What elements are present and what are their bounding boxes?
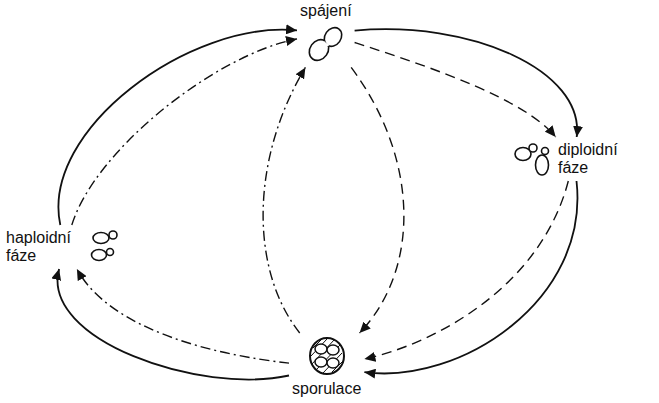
conjugation-stage: spájení (300, 2, 352, 64)
cycle-arrow (58, 30, 297, 225)
conjugating-cells (304, 24, 348, 64)
cell-illustration (304, 24, 348, 64)
cycle-arrow (77, 269, 289, 363)
diploid-cells (512, 140, 554, 178)
diploid-stage: diploidní fáze (512, 140, 636, 178)
cycle-arrow (364, 181, 577, 373)
cycle-arrow (355, 29, 578, 137)
cell-illustration (88, 228, 124, 266)
haploid-stage: haploidní fáze (6, 228, 124, 266)
stage-label: diploidní fáze (558, 141, 636, 178)
stage-label: spájení (300, 2, 352, 20)
cell-illustration (512, 140, 554, 178)
cycle-arrow (263, 67, 305, 333)
sporulation-stage: sporulace (292, 336, 361, 398)
stage-label: sporulace (292, 380, 361, 398)
haploid-cells (88, 228, 124, 266)
cycle-arrow (355, 43, 556, 138)
ascus-with-spores (307, 336, 347, 376)
cycle-arrow (364, 181, 568, 359)
cycle-arrow (351, 67, 404, 333)
cell-illustration (307, 336, 347, 376)
cycle-arrow (58, 269, 289, 379)
stage-label: haploidní fáze (6, 229, 84, 266)
